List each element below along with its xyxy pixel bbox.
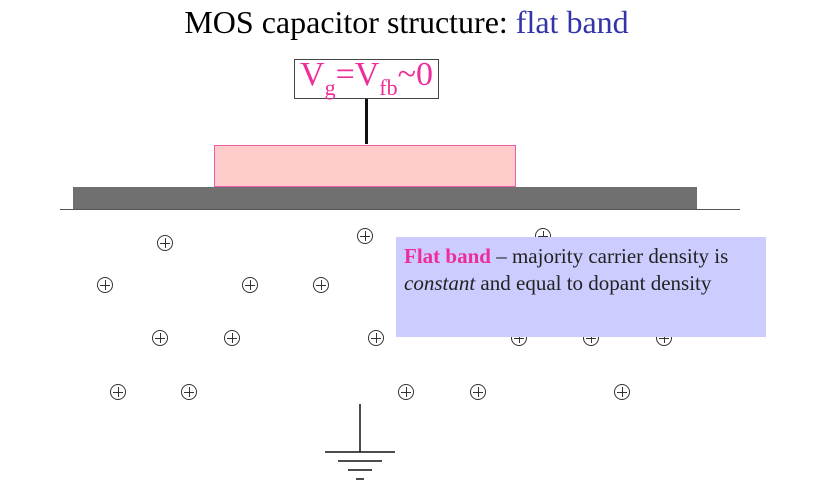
flat-band-callout: Flat band – majority carrier density is … xyxy=(396,237,766,337)
gate-wire xyxy=(365,99,368,144)
circled-plus-icon xyxy=(398,384,414,400)
callout-text-2: and equal to dopant density xyxy=(475,271,712,295)
gate-tail: ~0 xyxy=(397,56,434,93)
ground-symbol-icon xyxy=(325,404,395,480)
circled-plus-icon xyxy=(224,330,240,346)
circled-plus-icon xyxy=(97,277,113,293)
page-title: MOS capacitor structure: flat band xyxy=(0,4,813,41)
semiconductor-surface-line xyxy=(60,209,740,210)
title-main: MOS capacitor structure: xyxy=(184,4,516,40)
callout-text-1: – majority carrier density is xyxy=(490,244,729,268)
title-accent: flat band xyxy=(515,4,629,40)
gate-sub-fb: fb xyxy=(379,75,398,100)
circled-plus-icon xyxy=(181,384,197,400)
circled-plus-icon xyxy=(614,384,630,400)
circled-plus-icon xyxy=(368,330,384,346)
gate-eq: =V xyxy=(335,56,380,93)
circled-plus-icon xyxy=(313,277,329,293)
gate-electrode xyxy=(214,145,516,187)
gate-sub-g: g xyxy=(324,75,336,100)
circled-plus-icon xyxy=(157,235,173,251)
circled-plus-icon xyxy=(242,277,258,293)
circled-plus-icon xyxy=(470,384,486,400)
circled-plus-icon xyxy=(110,384,126,400)
gate-voltage-label: Vg=Vfb~0 xyxy=(294,56,439,100)
oxide-layer xyxy=(73,187,697,209)
gate-v: V xyxy=(300,56,325,93)
callout-highlight: Flat band xyxy=(404,244,491,268)
circled-plus-icon xyxy=(152,330,168,346)
callout-italic: constant xyxy=(404,271,476,295)
circled-plus-icon xyxy=(357,228,373,244)
